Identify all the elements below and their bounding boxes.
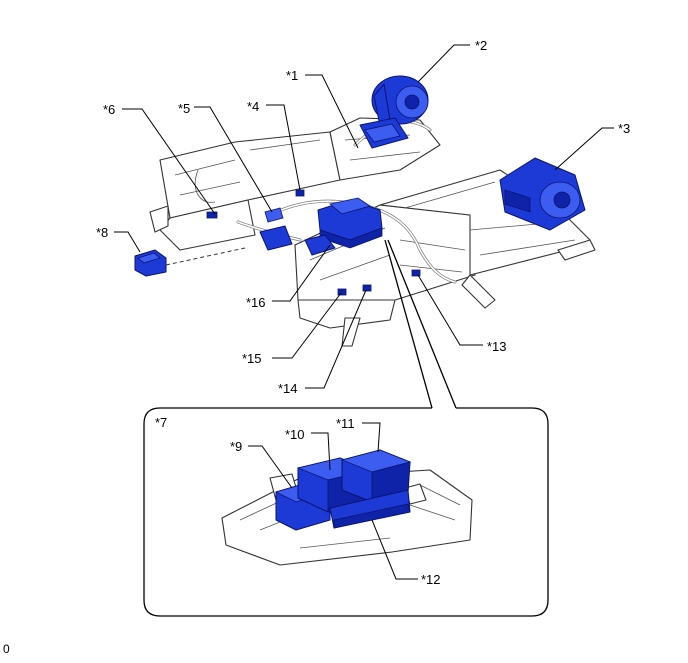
- dashed-link: [165, 247, 246, 266]
- component-8-part: [134, 249, 167, 277]
- label-9: *9: [230, 439, 243, 454]
- label-8: *8: [96, 225, 109, 240]
- component-15-connector: [337, 288, 347, 296]
- label-15: *15: [242, 351, 262, 366]
- callout-pointer: [384, 239, 457, 409]
- component-1-duct: [359, 117, 409, 149]
- detail-leader-lines: [248, 422, 418, 580]
- component-14-connector: [362, 284, 372, 292]
- figure-code: 0: [3, 642, 10, 656]
- label-11: *11: [336, 416, 355, 431]
- leader-lines: [114, 44, 614, 389]
- component-7-cluster: [317, 197, 383, 249]
- label-2: *2: [475, 38, 488, 53]
- component-16-box: [304, 234, 336, 256]
- label-4: *4: [247, 99, 260, 114]
- component-13-connector: [411, 269, 421, 277]
- label-16: *16: [246, 295, 266, 310]
- component-2-blower: [371, 75, 429, 127]
- component-5-connector: [259, 207, 293, 251]
- label-12: *12: [421, 572, 441, 587]
- label-13: *13: [487, 339, 507, 354]
- label-14: *14: [278, 381, 298, 396]
- component-3-blower: [499, 157, 586, 231]
- main-assembly: [149, 117, 596, 347]
- label-10: *10: [285, 427, 305, 442]
- label-1: *1: [286, 68, 299, 83]
- label-5: *5: [178, 101, 191, 116]
- detail-frame: [143, 407, 549, 617]
- label-6: *6: [103, 102, 116, 117]
- component-4-connector: [295, 189, 305, 197]
- detail-component-12: [329, 489, 411, 529]
- label-7: *7: [155, 415, 168, 430]
- component-6-connector: [206, 211, 218, 219]
- detail-component-11: [340, 449, 412, 503]
- label-3: *3: [618, 121, 631, 136]
